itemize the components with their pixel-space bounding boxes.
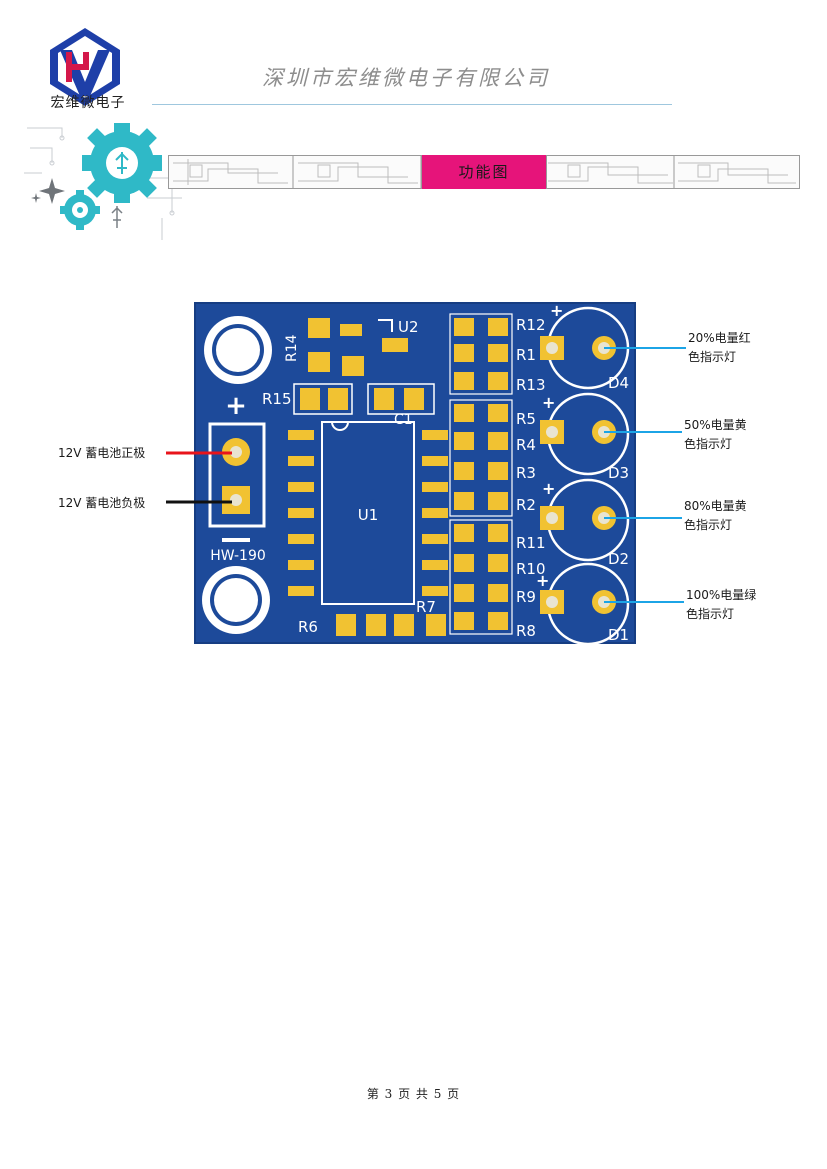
banner-title: 功能图: [421, 155, 547, 189]
pcb-board: + HW-190 U2 R14 R15 C1 U1 R6 R7: [194, 302, 636, 644]
r11-label: R11: [516, 534, 546, 552]
model-label: HW-190: [210, 548, 266, 564]
page-number: 第 3 页 共 5 页: [366, 1087, 461, 1101]
gears-decoration: [24, 123, 182, 240]
r6-label: R6: [298, 618, 318, 636]
d2-description: 80%电量黄 色指示灯: [684, 497, 774, 535]
logo-text: 宏维微电子: [50, 95, 126, 111]
r15-label: R15: [262, 390, 292, 408]
plus-sign: +: [225, 391, 247, 421]
large-gear-icon: [82, 123, 162, 203]
company-name: 深圳市宏维微电子有限公司: [262, 66, 550, 90]
d3-description: 50%电量黄 色指示灯: [684, 416, 774, 454]
r3-label: R3: [516, 464, 536, 482]
r12-label: R12: [516, 316, 546, 334]
r1-label: R1: [516, 346, 536, 364]
header-rule: [152, 104, 672, 105]
resistor-pads: [454, 318, 508, 630]
r5-label: R5: [516, 410, 536, 428]
d4-description: 20%电量红 色指示灯: [688, 329, 778, 367]
c1-label: C1: [394, 412, 413, 428]
positive-terminal-label: 12V 蓄电池正极: [58, 446, 146, 460]
d4-description-line2: 色指示灯: [688, 350, 737, 364]
d2-label: D2: [608, 550, 629, 568]
sparkle-icon: [31, 178, 65, 204]
r4-label: R4: [516, 436, 536, 454]
d4-label: D4: [608, 374, 629, 392]
r10-label: R10: [516, 560, 546, 578]
company-logo: [50, 28, 120, 106]
svg-text:+: +: [542, 479, 555, 498]
svg-text:+: +: [536, 571, 549, 590]
d3-description-line1: 50%电量黄: [684, 418, 747, 432]
connector-outline: [208, 422, 266, 528]
usb-icon: [111, 206, 123, 228]
r8-label: R8: [516, 622, 536, 640]
d1-description-line2: 色指示灯: [686, 607, 735, 621]
d4-description-line1: 20%电量红: [688, 331, 751, 345]
mounting-hole-bottom: [202, 566, 270, 634]
d2-description-line1: 80%电量黄: [684, 499, 747, 513]
u1-outline: [321, 421, 415, 605]
d3-description-line2: 色指示灯: [684, 437, 733, 451]
r2-label: R2: [516, 496, 536, 514]
small-gear-icon: [60, 190, 100, 230]
r14-label: R14: [284, 334, 300, 362]
svg-text:+: +: [542, 393, 555, 412]
r9-label: R9: [516, 588, 536, 606]
u1-label: U1: [358, 506, 379, 524]
d3-label: D3: [608, 464, 629, 482]
negative-terminal-label: 12V 蓄电池负极: [58, 496, 146, 510]
d1-label: D1: [608, 626, 629, 644]
r13-label: R13: [516, 376, 546, 394]
d1-description-line1: 100%电量绿: [686, 588, 757, 602]
r7-label: R7: [416, 598, 436, 616]
u2-label: U2: [398, 318, 419, 336]
svg-text:+: +: [550, 302, 563, 320]
d1-description: 100%电量绿 色指示灯: [686, 586, 776, 624]
d2-description-line2: 色指示灯: [684, 518, 733, 532]
